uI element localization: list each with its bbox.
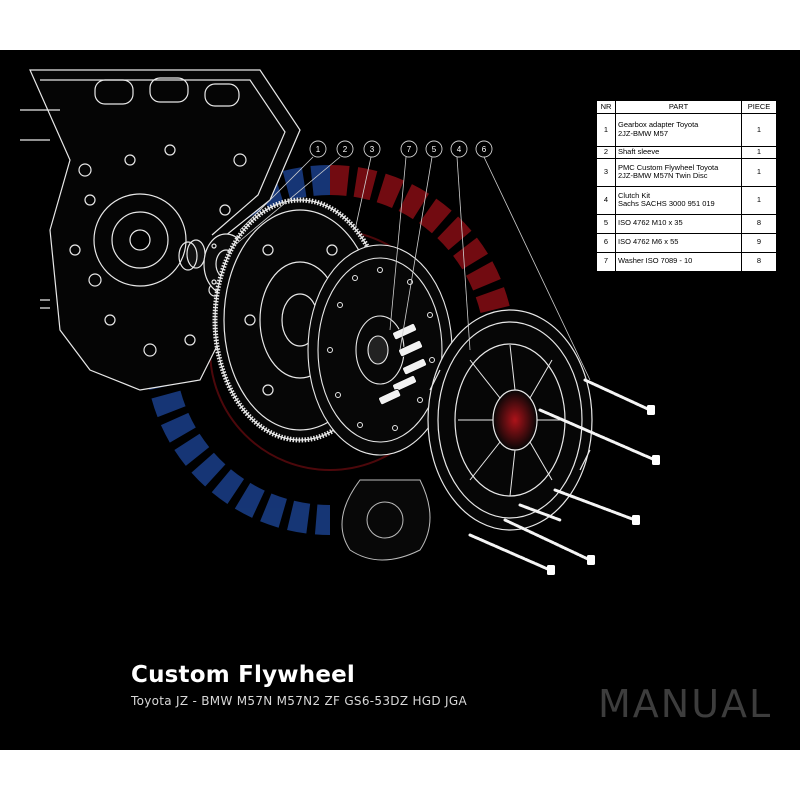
svg-text:7: 7 [407, 145, 412, 154]
exploded-view-drawing: 1 2 3 7 5 4 6 [20, 69, 660, 575]
callout-5: 5 [425, 140, 443, 158]
callout-bubbles: 1 2 3 7 5 4 6 [309, 140, 493, 158]
row-nr: 1 [596, 113, 616, 147]
callout-7: 7 [400, 140, 418, 158]
diagram-canvas: 1 2 3 7 5 4 6 NR PART PIECE 1 Gearbox ad… [0, 50, 800, 750]
callout-2: 2 [336, 140, 354, 158]
callout-6: 6 [475, 140, 493, 158]
table-row: 7 Washer ISO 7089 - 10 8 [596, 251, 777, 272]
row-part: Washer ISO 7089 - 10 [615, 251, 742, 272]
callout-1: 1 [309, 140, 327, 158]
table-row: 6 ISO 4762 M6 x 55 9 [596, 232, 777, 253]
parts-table: NR PART PIECE 1 Gearbox adapter Toyota 2… [596, 100, 777, 272]
row-nr: 4 [596, 185, 616, 215]
parts-table-header: NR PART PIECE [596, 100, 777, 114]
row-part: Shaft sleeve [615, 146, 742, 159]
table-row: 2 Shaft sleeve 1 [596, 146, 777, 159]
column-header-part: PART [615, 100, 742, 114]
row-nr: 3 [596, 157, 616, 187]
svg-text:2: 2 [343, 145, 348, 154]
row-piece: 1 [741, 146, 777, 159]
svg-text:1: 1 [316, 145, 321, 154]
svg-text:6: 6 [482, 145, 487, 154]
row-part: ISO 4762 M10 x 35 [615, 213, 742, 234]
page-subtitle: Toyota JZ - BMW M57N M57N2 ZF GS6-53DZ H… [131, 694, 467, 708]
twin-disc-plates [307, 244, 453, 456]
page-title: Custom Flywheel [131, 662, 356, 688]
row-piece: 1 [741, 185, 777, 215]
column-header-nr: NR [596, 100, 616, 114]
clutch-bolts [468, 378, 657, 572]
row-nr: 2 [596, 146, 616, 159]
row-part: Clutch Kit Sachs SACHS 3000 951 019 [615, 185, 742, 215]
bellhousing-lower [341, 479, 431, 561]
table-row: 3 PMC Custom Flywheel Toyota 2JZ-BMW M57… [596, 157, 777, 187]
row-nr: 6 [596, 232, 616, 253]
row-nr: 5 [596, 213, 616, 234]
svg-text:3: 3 [370, 145, 375, 154]
clutch-pressure-plate [427, 309, 593, 531]
column-header-piece: PIECE [741, 100, 777, 114]
callout-3: 3 [363, 140, 381, 158]
row-piece: 8 [741, 251, 777, 272]
clutch-bolt-heads [547, 405, 660, 575]
row-nr: 7 [596, 251, 616, 272]
table-row: 5 ISO 4762 M10 x 35 8 [596, 213, 777, 234]
row-part: Gearbox adapter Toyota 2JZ-BMW M57 [615, 113, 742, 147]
row-piece: 8 [741, 213, 777, 234]
svg-text:4: 4 [457, 145, 462, 154]
row-part: PMC Custom Flywheel Toyota 2JZ-BMW M57N … [615, 157, 742, 187]
table-row: 1 Gearbox adapter Toyota 2JZ-BMW M57 1 [596, 113, 777, 147]
flywheel-bolts [378, 323, 427, 405]
row-piece: 1 [741, 157, 777, 187]
row-piece: 1 [741, 113, 777, 147]
row-part: ISO 4762 M6 x 55 [615, 232, 742, 253]
callout-leader-lines [234, 156, 591, 381]
table-row: 4 Clutch Kit Sachs SACHS 3000 951 019 1 [596, 185, 777, 215]
svg-text:5: 5 [432, 145, 437, 154]
callout-4: 4 [450, 140, 468, 158]
row-piece: 9 [741, 232, 777, 253]
manual-badge: MANUAL [598, 682, 773, 726]
